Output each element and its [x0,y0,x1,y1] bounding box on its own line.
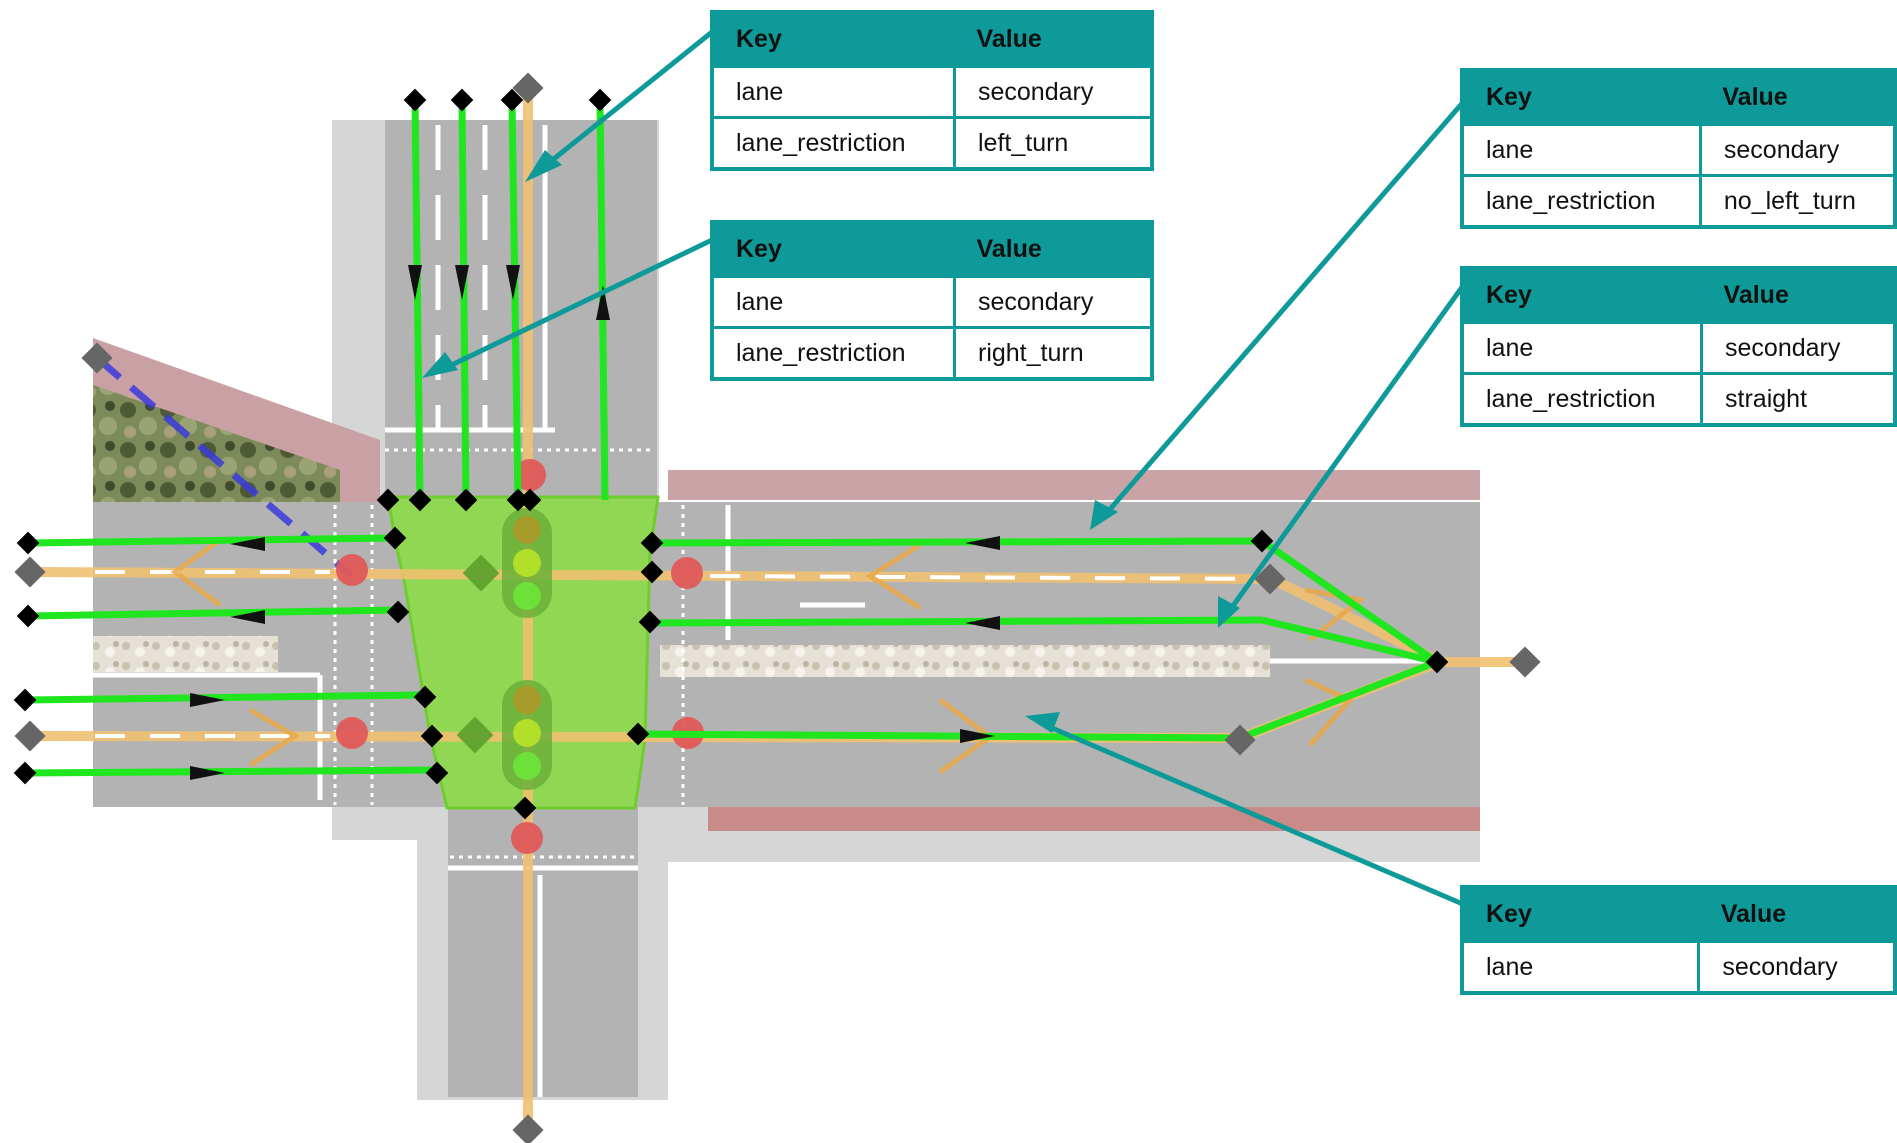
table-header-row: Key Value [1462,70,1895,125]
table-row: lane_restriction left_turn [710,116,1154,171]
table-row: lane secondary [710,65,1154,119]
traffic-light-south [502,680,552,790]
table-row: lane_restriction right_turn [710,326,1154,381]
value-cell: secondary [1697,940,1897,995]
key-cell: lane_restriction [710,116,956,171]
key-header: Key [712,12,955,67]
road-endpoint-marker [81,342,113,374]
lane-endpoint-marker [454,488,478,512]
road-endpoint-marker [1509,646,1541,678]
value-cell: secondary [1700,321,1897,375]
attribute-table-right-turn: Key Value lane secondary lane_restrictio… [710,220,1154,381]
lane-endpoint-marker [506,488,530,512]
table-row: lane_restriction no_left_turn [1460,174,1897,229]
key-cell: lane [1460,123,1702,177]
lane-endpoint-marker [500,88,524,112]
attribute-table-no-left-turn: Key Value lane secondary lane_restrictio… [1460,68,1897,229]
value-cell: right_turn [953,326,1154,381]
callout-arrowheads [422,150,1240,733]
lane-endpoint-marker [450,88,474,112]
centerline-dashes [95,570,1271,738]
lane-endpoint-marker [420,724,444,748]
attribute-table-lane: Key Value lane secondary [1460,885,1897,995]
lane-endpoint-marker [383,526,407,550]
lane-endpoint-marker [1250,529,1274,553]
lane-endpoint-marker [408,488,432,512]
key-cell: lane [710,65,956,119]
table-row: lane secondary [1460,321,1897,375]
lane-endpoint-marker [413,685,437,709]
key-cell: lane_restriction [710,326,956,381]
table-row: lane_restriction straight [1460,372,1897,427]
lane-endpoint-marker [403,88,427,112]
value-cell: secondary [1698,123,1897,177]
table-row: lane secondary [1460,123,1897,177]
direction-chevrons [170,537,1366,775]
key-cell: lane [1460,940,1701,995]
road-endpoint-marker [14,720,46,752]
key-header: Key [1462,268,1702,323]
table-header-row: Key Value [1462,268,1895,323]
road-endpoint-marker [512,1114,544,1143]
table-row: lane secondary [1460,940,1897,995]
value-cell: secondary [953,275,1154,329]
lane-endpoint-marker [518,488,542,512]
value-cell: straight [1700,372,1897,427]
lane-endpoint-marker [640,560,664,584]
lane-arrows [190,265,1000,780]
attribute-table-straight: Key Value lane secondary lane_restrictio… [1460,266,1897,427]
key-header: Key [1462,887,1699,942]
value-header: Value [1700,70,1895,125]
vegetation-area [93,385,340,502]
table-row: lane secondary [710,275,1154,329]
value-header: Value [954,222,1152,277]
lane-endpoint-marker [513,796,537,820]
table-header-row: Key Value [1462,887,1895,942]
value-cell: left_turn [953,116,1154,171]
lane-endpoint-marker [13,761,37,785]
key-cell: lane_restriction [1460,372,1704,427]
lane-endpoint-marker [376,488,400,512]
key-header: Key [712,222,955,277]
value-cell: secondary [953,65,1154,119]
value-cell: no_left_turn [1698,174,1897,229]
table-header-row: Key Value [712,222,1152,277]
lane-endpoint-marker [640,531,664,555]
roads [93,120,1480,1097]
road-endpoint-marker [14,556,46,588]
lane-endpoint-marker [1425,650,1449,674]
lane-endpoint-marker [16,604,40,628]
key-cell: lane_restriction [1460,174,1702,229]
key-cell: lane [710,275,956,329]
table-header-row: Key Value [712,12,1152,67]
stop-points [336,459,704,854]
lane-endpoint-marker [386,600,410,624]
key-header: Key [1462,70,1701,125]
lane-endpoint-marker [638,610,662,634]
lane-endpoint-marker [13,688,37,712]
callout-lines [435,30,1468,908]
lane-endpoint-marker [16,531,40,555]
traffic-light-north [502,508,552,618]
lane-endpoint-marker [626,722,650,746]
value-header: Value [954,12,1152,67]
key-cell: lane [1460,321,1704,375]
attribute-table-left-turn: Key Value lane secondary lane_restrictio… [710,10,1154,171]
value-header: Value [1701,268,1895,323]
lane-endpoint-marker [588,88,612,112]
lane-endpoint-marker [425,761,449,785]
value-header: Value [1698,887,1895,942]
junction-points [456,554,500,754]
